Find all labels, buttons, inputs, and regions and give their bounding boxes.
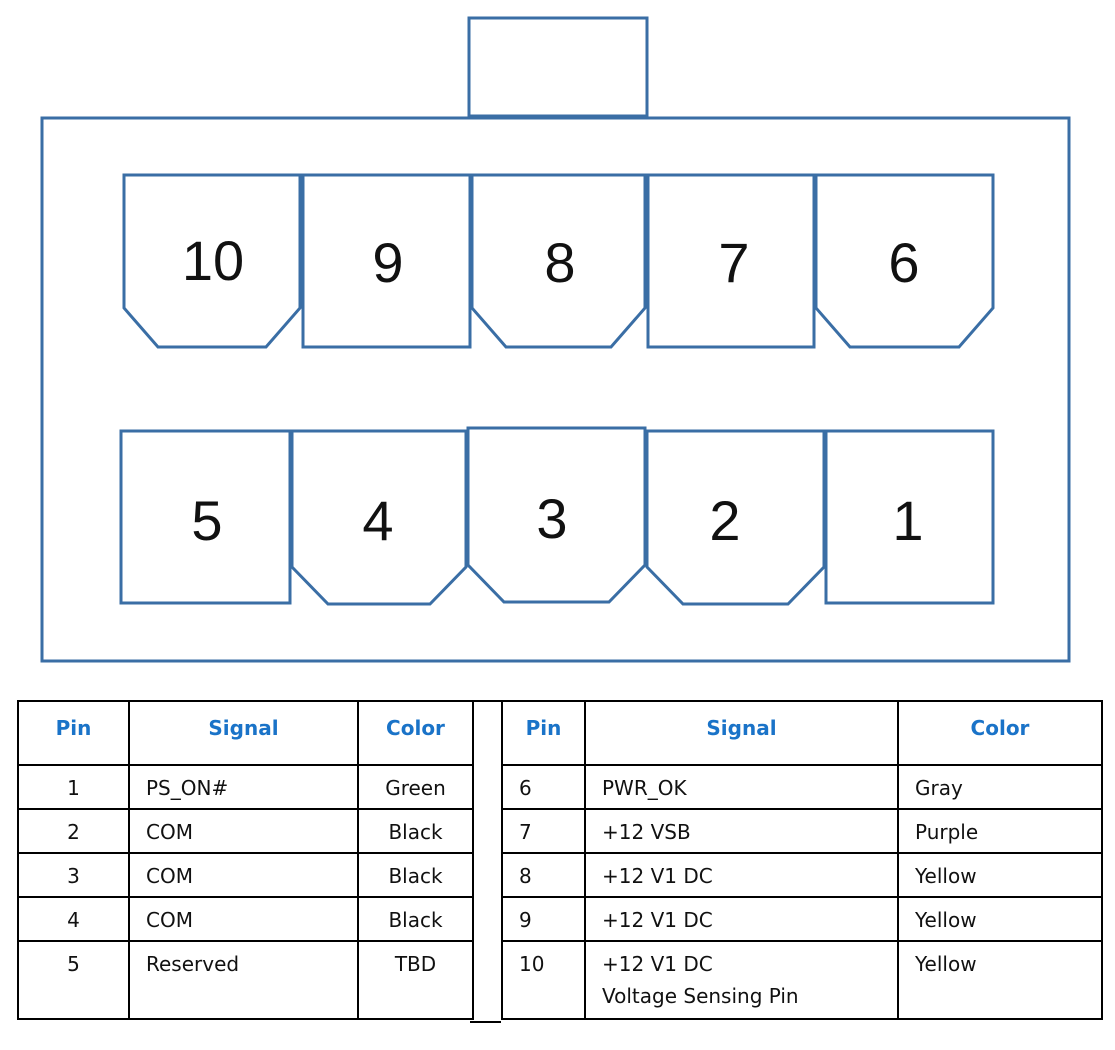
header-pin: Pin bbox=[501, 700, 586, 766]
header-color: Color bbox=[357, 700, 474, 766]
pin-slot-9 bbox=[301, 173, 472, 349]
pin-cell: 10 bbox=[501, 940, 586, 1020]
pin-slot-4 bbox=[290, 429, 468, 606]
pin-label-3: 3 bbox=[536, 487, 567, 550]
pin-cell: 3 bbox=[17, 852, 130, 898]
table-header-row: Pin Signal Color bbox=[501, 700, 1103, 766]
color-cell: TBD bbox=[357, 940, 474, 1020]
pin-label-1: 1 bbox=[892, 489, 923, 552]
pin-label-6: 6 bbox=[888, 231, 919, 294]
table-separator bbox=[470, 700, 501, 1023]
color-cell: Black bbox=[357, 808, 474, 854]
table-row: 10 +12 V1 DC Voltage Sensing Pin Yellow bbox=[501, 940, 1103, 1020]
signal-cell: PWR_OK bbox=[584, 764, 899, 810]
pin-slot-1 bbox=[824, 429, 995, 605]
pinout-table-left: Pin Signal Color 1 PS_ON# Green 2 COM Bl… bbox=[17, 700, 474, 1020]
header-signal: Signal bbox=[584, 700, 899, 766]
pin-label-9: 9 bbox=[372, 231, 403, 294]
table-row: 5 Reserved TBD bbox=[17, 940, 474, 1020]
pin-label-2: 2 bbox=[709, 489, 740, 552]
pinout-table-right: Pin Signal Color 6 PWR_OK Gray 7 +12 VSB… bbox=[501, 700, 1103, 1020]
signal-note: Voltage Sensing Pin bbox=[602, 984, 799, 1008]
signal-cell: +12 VSB bbox=[584, 808, 899, 854]
pin-slot-2 bbox=[645, 429, 826, 606]
color-cell: Gray bbox=[897, 764, 1103, 810]
color-cell: Green bbox=[357, 764, 474, 810]
signal-cell: COM bbox=[128, 808, 359, 854]
pin-cell: 9 bbox=[501, 896, 586, 942]
table-row: 2 COM Black bbox=[17, 808, 474, 854]
color-cell: Purple bbox=[897, 808, 1103, 854]
connector-latch bbox=[467, 16, 649, 118]
pin-label-8: 8 bbox=[544, 231, 575, 294]
header-signal: Signal bbox=[128, 700, 359, 766]
pin-label-7: 7 bbox=[718, 231, 749, 294]
signal-cell: COM bbox=[128, 896, 359, 942]
pin-cell: 5 bbox=[17, 940, 130, 1020]
pin-slot-6 bbox=[814, 173, 995, 349]
pin-slot-8 bbox=[470, 173, 647, 349]
table-header-row: Pin Signal Color bbox=[17, 700, 474, 766]
header-color: Color bbox=[897, 700, 1103, 766]
table-row: 4 COM Black bbox=[17, 896, 474, 942]
signal-cell: +12 V1 DC bbox=[584, 896, 899, 942]
color-cell: Black bbox=[357, 896, 474, 942]
table-row: 1 PS_ON# Green bbox=[17, 764, 474, 810]
signal-cell: Reserved bbox=[128, 940, 359, 1020]
pin-slot-10 bbox=[122, 173, 302, 349]
table-row: 9 +12 V1 DC Yellow bbox=[501, 896, 1103, 942]
signal-cell: +12 V1 DC bbox=[584, 852, 899, 898]
color-cell: Yellow bbox=[897, 896, 1103, 942]
color-cell: Black bbox=[357, 852, 474, 898]
pin-label-10: 10 bbox=[182, 229, 244, 292]
signal-cell: +12 V1 DC Voltage Sensing Pin bbox=[584, 940, 899, 1020]
table-row: 8 +12 V1 DC Yellow bbox=[501, 852, 1103, 898]
signal-text: +12 V1 DC bbox=[602, 952, 713, 976]
pin-cell: 4 bbox=[17, 896, 130, 942]
header-pin: Pin bbox=[17, 700, 130, 766]
pin-label-4: 4 bbox=[362, 489, 393, 552]
pin-label-5: 5 bbox=[191, 489, 222, 552]
pin-cell: 2 bbox=[17, 808, 130, 854]
pin-slot-3 bbox=[466, 426, 647, 604]
pin-cell: 6 bbox=[501, 764, 586, 810]
pin-slot-7 bbox=[646, 173, 816, 349]
connector-diagram: 10 9 8 7 6 5 4 3 2 1 bbox=[40, 16, 1071, 663]
color-cell: Yellow bbox=[897, 940, 1103, 1020]
table-row: 6 PWR_OK Gray bbox=[501, 764, 1103, 810]
pin-cell: 8 bbox=[501, 852, 586, 898]
signal-cell: COM bbox=[128, 852, 359, 898]
pin-cell: 7 bbox=[501, 808, 586, 854]
table-row: 3 COM Black bbox=[17, 852, 474, 898]
signal-cell: PS_ON# bbox=[128, 764, 359, 810]
pin-slot-5 bbox=[119, 429, 292, 605]
color-cell: Yellow bbox=[897, 852, 1103, 898]
table-row: 7 +12 VSB Purple bbox=[501, 808, 1103, 854]
connector-housing bbox=[40, 116, 1071, 663]
pin-cell: 1 bbox=[17, 764, 130, 810]
